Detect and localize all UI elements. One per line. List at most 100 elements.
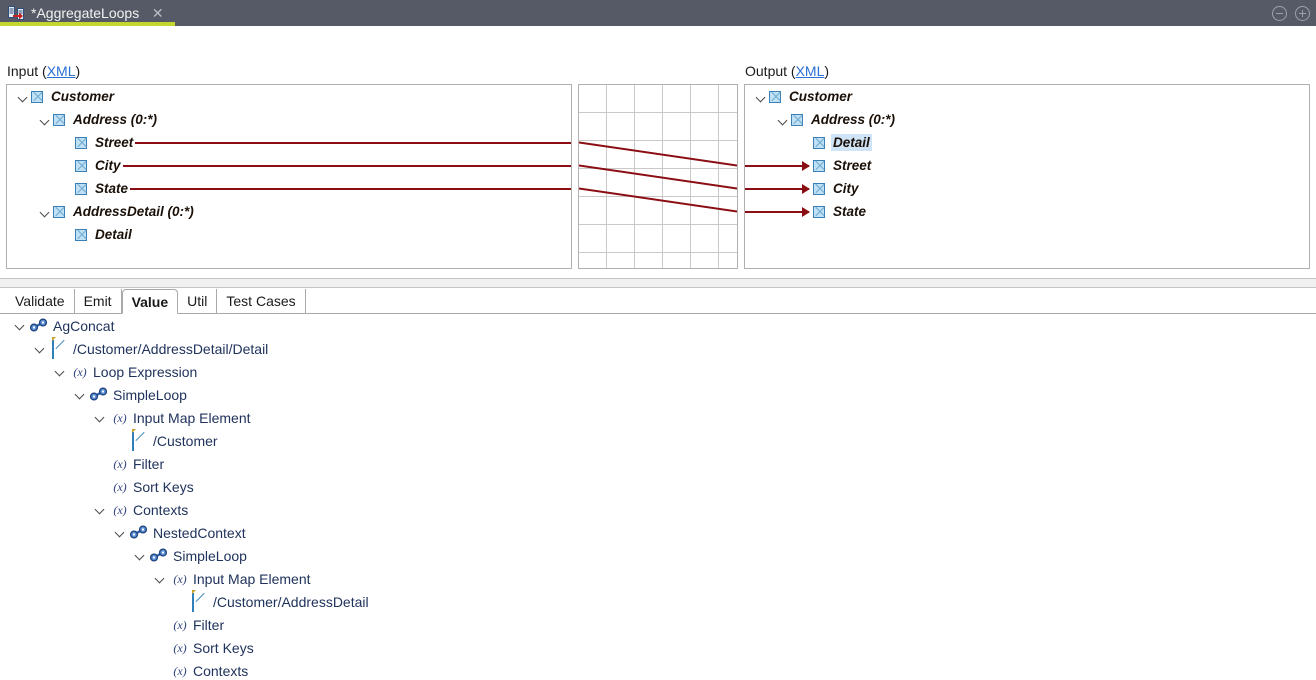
chevron-down-icon[interactable]: [150, 569, 170, 589]
panel-splitter[interactable]: [0, 278, 1316, 288]
expression-glyph: (x): [173, 640, 187, 655]
expression-icon: (x): [110, 410, 130, 426]
chevron-down-icon[interactable]: [130, 546, 150, 566]
minimize-icon[interactable]: [1272, 5, 1287, 21]
tree-node-label: AddressDetail (0:*): [73, 204, 194, 219]
map-path-glyph: [192, 592, 194, 612]
expression-tree-row[interactable]: (x)Input Map Element: [0, 406, 1316, 429]
expression-tree-row[interactable]: /Customer/AddressDetail: [0, 590, 1316, 613]
node-checkbox-icon[interactable]: [75, 182, 87, 195]
expression-tree-row[interactable]: NestedContext: [0, 521, 1316, 544]
tree-row[interactable]: Customer: [7, 85, 571, 108]
tree-row[interactable]: Street: [7, 131, 571, 154]
tree-node-label: Customer: [51, 89, 115, 104]
tree-row[interactable]: State: [7, 177, 571, 200]
tab-validate[interactable]: Validate: [6, 289, 75, 313]
tree-row[interactable]: Detail: [7, 223, 571, 246]
node-checkbox-icon[interactable]: [769, 90, 781, 103]
expression-tree-row[interactable]: (x)Contexts: [0, 498, 1316, 521]
chevron-down-icon[interactable]: [37, 112, 53, 128]
expression-node-label: Filter: [133, 455, 165, 472]
expression-tree-row[interactable]: SimpleLoop: [0, 544, 1316, 567]
chevron-down-icon[interactable]: [50, 362, 70, 382]
chevron-down-icon[interactable]: [90, 408, 110, 428]
editor-tab-strip: *AggregateLoops ✕: [0, 0, 170, 26]
node-checkbox-icon[interactable]: [75, 228, 87, 241]
node-checkbox-icon[interactable]: [53, 113, 65, 126]
chevron-down-icon[interactable]: [110, 523, 130, 543]
expression-tree-row[interactable]: SimpleLoop: [0, 383, 1316, 406]
tree-row[interactable]: City: [745, 177, 1309, 200]
title-bar: *AggregateLoops ✕: [0, 0, 1316, 26]
node-checkbox-icon[interactable]: [813, 159, 825, 172]
chevron-down-icon[interactable]: [90, 500, 110, 520]
expression-glyph: (x): [173, 617, 187, 632]
editor-tab-aggregateloops[interactable]: *AggregateLoops ✕: [0, 0, 170, 26]
tree-row[interactable]: Address (0:*): [745, 108, 1309, 131]
tree-row[interactable]: Address (0:*): [7, 108, 571, 131]
mapping-canvas[interactable]: [578, 84, 738, 269]
node-checkbox-icon[interactable]: [791, 113, 803, 126]
tree-spacer: [150, 661, 170, 680]
expression-icon: (x): [110, 479, 130, 495]
tree-row[interactable]: AddressDetail (0:*): [7, 200, 571, 223]
expression-tree-row[interactable]: (x) Sort Keys: [0, 636, 1316, 659]
expression-node-label: /Customer/AddressDetail/Detail: [73, 340, 269, 357]
expression-node-label: Input Map Element: [193, 570, 311, 587]
node-checkbox-icon[interactable]: [813, 205, 825, 218]
tree-spacer: [59, 158, 75, 174]
expression-icon: (x): [110, 456, 130, 472]
tab-test-cases[interactable]: Test Cases: [217, 289, 306, 313]
tree-row[interactable]: Detail: [745, 131, 1309, 154]
tab-emit[interactable]: Emit: [75, 289, 122, 313]
expression-glyph: (x): [113, 410, 127, 425]
chevron-down-icon[interactable]: [37, 204, 53, 220]
output-xml-link[interactable]: XML: [795, 63, 825, 79]
expression-tree-row[interactable]: (x)Input Map Element: [0, 567, 1316, 590]
input-xml-link[interactable]: XML: [46, 63, 76, 79]
chevron-down-icon[interactable]: [30, 339, 50, 359]
tree-row[interactable]: Street: [745, 154, 1309, 177]
expression-tree-row[interactable]: (x)Loop Expression: [0, 360, 1316, 383]
tab-value[interactable]: Value: [121, 289, 179, 314]
mapping-connector-stub: [123, 165, 571, 167]
expression-tree-row[interactable]: (x)Filter: [0, 613, 1316, 636]
expression-tree-row[interactable]: (x)Contexts: [0, 659, 1316, 680]
map-path-icon: [50, 339, 70, 359]
expression-tree-row[interactable]: (x) Filter: [0, 452, 1316, 475]
chevron-down-icon[interactable]: [70, 385, 90, 405]
node-checkbox-icon[interactable]: [53, 205, 65, 218]
chevron-down-icon[interactable]: [775, 112, 791, 128]
chevron-down-icon[interactable]: [10, 316, 30, 336]
tree-row[interactable]: Customer: [745, 85, 1309, 108]
tree-spacer: [150, 638, 170, 658]
close-icon[interactable]: ✕: [151, 5, 164, 21]
node-checkbox-icon[interactable]: [75, 136, 87, 149]
expression-node-label: Sort Keys: [193, 639, 254, 656]
tree-row[interactable]: State: [745, 200, 1309, 223]
maximize-icon[interactable]: [1295, 5, 1310, 21]
expression-tree-row[interactable]: /Customer/AddressDetail/Detail: [0, 337, 1316, 360]
tree-row[interactable]: City: [7, 154, 571, 177]
chevron-down-icon[interactable]: [753, 89, 769, 105]
expression-tree[interactable]: AgConcat/Customer/AddressDetail/Detail (x…: [0, 314, 1316, 680]
node-checkbox-icon[interactable]: [31, 90, 43, 103]
node-checkbox-icon[interactable]: [75, 159, 87, 172]
chevron-down-icon[interactable]: [15, 89, 31, 105]
expression-tree-row[interactable]: AgConcat: [0, 314, 1316, 337]
tree-node-label: City: [95, 158, 121, 173]
tab-util[interactable]: Util: [178, 289, 218, 313]
node-checkbox-icon[interactable]: [813, 182, 825, 195]
map-path-icon: [190, 592, 210, 612]
node-checkbox-icon[interactable]: [813, 136, 825, 149]
expression-tree-row[interactable]: /Customer: [0, 429, 1316, 452]
expression-glyph: (x): [113, 456, 127, 471]
expression-tree-row[interactable]: (x)Sort Keys: [0, 475, 1316, 498]
tree-node-label: Detail: [831, 134, 872, 151]
tree-spacer: [797, 135, 813, 151]
expression-node-label: Contexts: [193, 662, 249, 679]
